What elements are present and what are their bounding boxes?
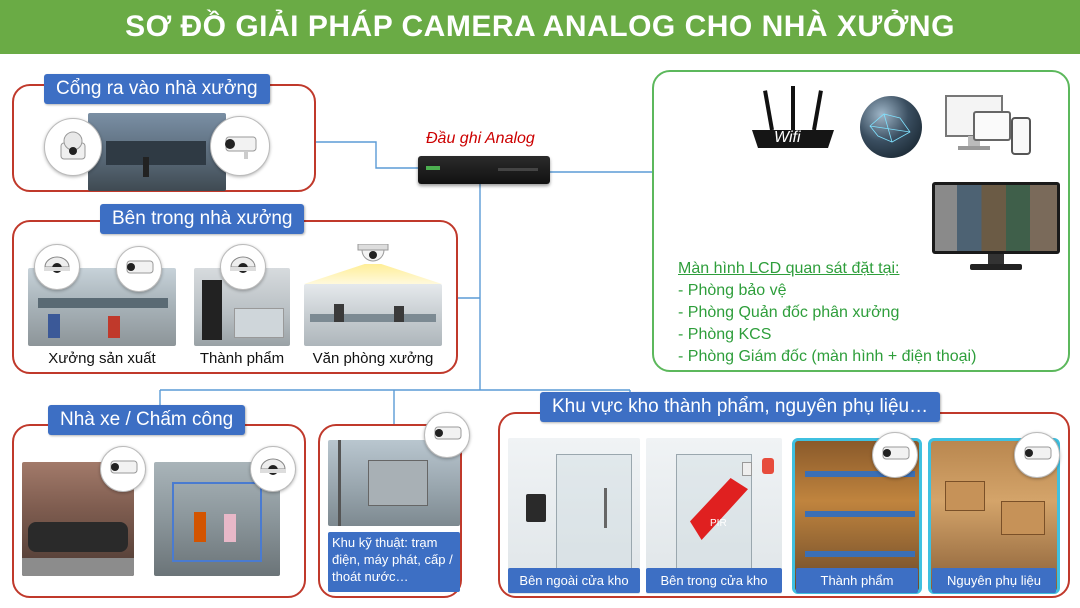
- raw-materials-caption: Nguyên phụ liệu: [932, 568, 1056, 593]
- technical-caption: Khu kỹ thuật: trạm điện, máy phát, cấp /…: [332, 535, 453, 584]
- page-title: SƠ ĐỒ GIẢI PHÁP CAMERA ANALOG CHO NHÀ XƯ…: [125, 10, 955, 43]
- office-caption: Văn phòng xưởng: [312, 350, 434, 367]
- inside-door-caption: Bên trong cửa kho: [646, 568, 782, 593]
- bullet-camera-icon: [100, 446, 146, 492]
- gate-tag: Cổng ra vào nhà xưởng: [44, 74, 270, 104]
- office-photo: [304, 284, 442, 346]
- finished-stock-caption: Thành phẩm: [796, 568, 918, 593]
- finished-goods-caption: Thành phẩm: [199, 350, 285, 367]
- monitor-location-item: - Phòng bảo vệ: [678, 282, 787, 299]
- lcd-monitor-icon: [932, 182, 1060, 272]
- monitor-locations: Màn hình LCD quan sát đặt tại: - Phòng b…: [678, 258, 976, 368]
- title-bar: SƠ ĐỒ GIẢI PHÁP CAMERA ANALOG CHO NHÀ XƯ…: [0, 0, 1080, 54]
- monitor-location-item: - Phòng KCS: [678, 326, 772, 343]
- production-caption: Xưởng sản xuất: [48, 350, 156, 367]
- motorbike-parking-photo: [22, 462, 134, 576]
- dvr-recorder-icon: [418, 156, 550, 184]
- bullet-camera-icon: [116, 246, 162, 292]
- computer-devices-icon: [944, 94, 1034, 158]
- bullet-camera-icon: [210, 116, 270, 176]
- bullet-camera-icon: [872, 432, 918, 478]
- gate-photo: [88, 113, 226, 191]
- recorder-label: Đầu ghi Analog: [426, 130, 535, 147]
- parking-tag: Nhà xe / Chấm công: [48, 405, 246, 435]
- technical-caption-box: [328, 532, 460, 592]
- wifi-router-icon: Wifi: [748, 84, 838, 152]
- ceiling-dome-camera-icon: [356, 243, 390, 266]
- dome-camera-icon: [250, 446, 296, 492]
- wifi-label: Wifi: [774, 129, 801, 146]
- bullet-camera-icon: [424, 412, 470, 458]
- inside-tag: Bên trong nhà xưởng: [100, 204, 305, 234]
- monitor-location-item: - Phòng Giám đốc (màn hình + điện thoại): [678, 348, 977, 365]
- bullet-camera-icon: [1014, 432, 1060, 478]
- monitor-locations-heading: Màn hình LCD quan sát đặt tại:: [678, 260, 900, 277]
- outside-door-caption: Bên ngoài cửa kho: [508, 568, 640, 593]
- dome-camera-icon: [34, 244, 80, 290]
- monitor-location-item: - Phòng Quản đốc phân xưởng: [678, 304, 900, 321]
- ptz-camera-icon: [44, 118, 102, 176]
- dome-camera-icon: [220, 244, 266, 290]
- pir-label: PIR: [710, 518, 727, 529]
- warehouse-tag: Khu vực kho thành phẩm, nguyên phụ liệu…: [540, 392, 941, 422]
- wire-gate: [316, 141, 418, 169]
- internet-globe-icon: [860, 96, 922, 158]
